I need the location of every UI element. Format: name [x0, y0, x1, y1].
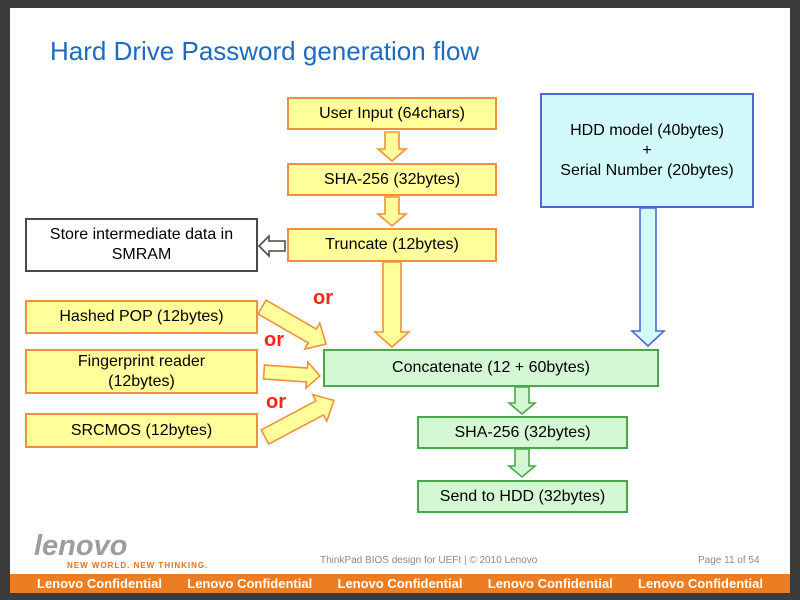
- confidential-label-1: Lenovo Confidential: [37, 576, 162, 591]
- node-srcmos: SRCMOS (12bytes): [25, 413, 258, 448]
- node-fingerprint: Fingerprint reader (12bytes): [25, 349, 258, 394]
- node-hdd-line3: Serial Number (20bytes): [560, 161, 734, 179]
- node-smram-line2: SMRAM: [111, 246, 172, 263]
- node-truncate: Truncate (12bytes): [287, 228, 497, 262]
- arrow-hddmodel-to-concatenate: [629, 207, 667, 348]
- arrow-truncate-to-smram: [257, 234, 286, 258]
- node-hashed-pop: Hashed POP (12bytes): [25, 300, 258, 334]
- node-send-to-hdd-label: Send to HDD (32bytes): [439, 487, 606, 505]
- node-hdd-line1: HDD model (40bytes): [570, 121, 724, 139]
- arrow-sha256-to-truncate: [375, 196, 409, 228]
- arrow-fingerprint-to-concatenate: [262, 360, 321, 390]
- arrow-concatenate-to-sha256: [506, 386, 538, 416]
- confidential-label-4: Lenovo Confidential: [487, 576, 613, 591]
- node-smram: Store intermediate data in SMRAM: [25, 218, 258, 272]
- node-fingerprint-line2: (12bytes): [108, 372, 175, 390]
- node-hdd-model: HDD model (40bytes) + Serial Number (20b…: [540, 93, 754, 208]
- node-hashed-pop-label: Hashed POP (12bytes): [59, 308, 224, 325]
- node-fingerprint-line1: Fingerprint reader: [77, 352, 206, 370]
- arrow-sha256-to-sendhdd: [506, 448, 538, 479]
- node-sha256-top: SHA-256 (32bytes): [287, 163, 497, 196]
- or-label-3: or: [266, 391, 286, 413]
- footer-doc-info: ThinkPad BIOS design for UEFI | © 2010 L…: [320, 555, 538, 566]
- arrow-truncate-to-concatenate: [372, 261, 412, 349]
- node-srcmos-label: SRCMOS (12bytes): [70, 421, 213, 439]
- arrow-userinput-to-sha256: [375, 131, 409, 163]
- node-user-input: User Input (64chars): [287, 97, 497, 130]
- confidential-label-2: Lenovo Confidential: [187, 576, 313, 591]
- node-user-input-label: User Input (64chars): [319, 104, 465, 122]
- node-send-to-hdd: Send to HDD (32bytes): [417, 480, 628, 513]
- node-sha256-bottom-label: SHA-256 (32bytes): [454, 423, 591, 441]
- node-concatenate-label: Concatenate (12 + 60bytes): [392, 359, 590, 376]
- footer-page-number: Page 11 of 54: [698, 555, 760, 566]
- page-title: Hard Drive Password generation flow: [50, 36, 480, 66]
- or-label-1: or: [313, 287, 333, 309]
- or-label-2: or: [264, 329, 284, 351]
- node-hdd-line2: +: [642, 141, 652, 159]
- confidential-bar: Lenovo Confidential Lenovo Confidential …: [10, 574, 790, 593]
- lenovo-tagline: NEW WORLD. NEW THINKING.: [67, 561, 209, 570]
- confidential-label-5: Lenovo Confidential: [638, 576, 763, 591]
- lenovo-logo: lenovo: [34, 530, 128, 562]
- node-smram-line1: Store intermediate data in: [49, 226, 234, 243]
- node-sha256-top-label: SHA-256 (32bytes): [323, 170, 461, 188]
- node-sha256-bottom: SHA-256 (32bytes): [417, 416, 628, 449]
- confidential-label-3: Lenovo Confidential: [337, 576, 463, 591]
- node-truncate-label: Truncate (12bytes): [325, 236, 459, 253]
- node-concatenate: Concatenate (12 + 60bytes): [323, 349, 659, 387]
- slide-canvas: Hard Drive Password generation flow User…: [10, 8, 790, 593]
